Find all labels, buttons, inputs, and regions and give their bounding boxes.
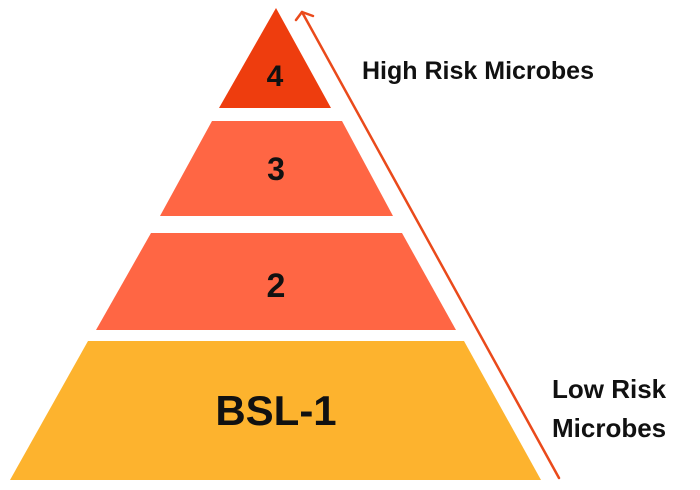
tier-bsl-1: BSL-1 [10, 341, 541, 480]
tier-4-shape [219, 8, 331, 108]
tier-bsl-1-shape [10, 341, 541, 480]
low-risk-label-line2: Microbes [552, 413, 666, 443]
low-risk-label-line1: Low Risk [552, 374, 667, 404]
arrow-head-icon [294, 10, 315, 22]
tier-4: 4 [219, 8, 331, 108]
tier-bsl-1-label: BSL-1 [215, 387, 336, 434]
tier-4-label: 4 [267, 60, 284, 93]
tier-2-shape [96, 233, 456, 330]
arrow-shaft [300, 10, 561, 480]
risk-increase-arrow [294, 10, 561, 480]
tier-3-shape [160, 121, 393, 216]
tier-2-label: 2 [267, 267, 286, 305]
high-risk-label: High Risk Microbes [362, 57, 594, 85]
tier-3: 3 [160, 121, 393, 216]
tier-2: 2 [96, 233, 456, 330]
tier-3-label: 3 [267, 151, 285, 187]
